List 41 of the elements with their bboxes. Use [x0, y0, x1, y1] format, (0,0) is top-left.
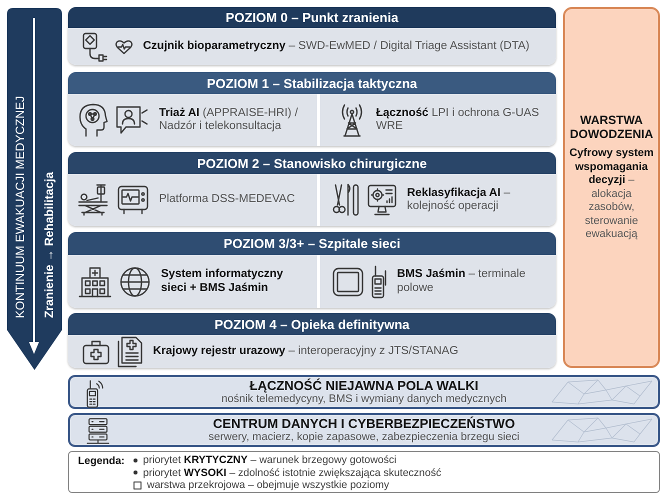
capability-panel: [68, 28, 556, 65]
capability-text: Czujnik bioparametryczny – SWD-EwMED / Digital Triage Assistant (DTA): [143, 40, 530, 54]
capability-text: Reklasyfikacja AI – kolejność operacji: [407, 186, 512, 214]
level-header: POZIOM 1 – Stabilizacja taktyczna: [68, 72, 556, 94]
level-panel: [68, 152, 556, 226]
level-panel: [68, 72, 556, 146]
legend-text: priorytet KRYTYCZNY – warunek brzegowy gotowości: [143, 454, 396, 466]
level-header: POZIOM 2 – Stanowisko chirurgiczne: [68, 152, 556, 174]
continuum-subtitle: Zranienie → Rehabilitacja: [42, 172, 56, 318]
capability-text: Triaż AI (APPRAISE-HRI) / Nadzór i telekonsultacja: [159, 106, 299, 134]
cross-layer-band: [68, 413, 660, 447]
capability-text: BMS Jaśmin – terminale polowe: [397, 268, 526, 295]
level-header: POZIOM 0 – Punkt zranienia: [68, 7, 556, 28]
capability-text: Platforma DSS-MEDEVAC: [159, 193, 295, 207]
capability-text: Łączność LPI i ochrona G-UAS WRE: [376, 106, 540, 134]
capability-panel: [68, 94, 317, 146]
level-panel: [68, 7, 556, 65]
level-header: POZIOM 3/3+ – Szpitale sieci: [68, 232, 556, 255]
command-layer-panel: [563, 7, 660, 368]
capability-text: System informatyczny sieci + BMS Jaśmin: [161, 268, 284, 295]
legend-text: warstwa przekrojowa – obejmuje wszystkie poziomy: [147, 479, 390, 492]
level-header: POZIOM 4 – Opieka definitywna: [68, 313, 556, 335]
band-title: CENTRUM DANYCH I CYBERBEZPIECZEŃSTWO: [213, 416, 515, 431]
capability-panel: [68, 255, 317, 308]
panel-title: WARSTWA DOWODZENIA: [568, 113, 654, 142]
capability-text: Krajowy rejestr urazowy – interoperacyjny z JTS/STANAG: [153, 344, 458, 358]
level-panel: [68, 232, 556, 308]
capability-panel: [68, 335, 556, 368]
capability-panel: [320, 174, 556, 226]
continuum-arrow-band: [7, 8, 62, 370]
band-subtitle: nośnik telemedycyny, BMS i wymiany danych medycznych: [221, 393, 507, 406]
cross-layer-band: [68, 375, 660, 409]
legend-text: priorytet WYSOKI – zdolność istotnie zwiększająca skuteczność: [143, 466, 442, 479]
capability-panel: [68, 174, 317, 226]
capability-panel: [320, 255, 556, 308]
band-subtitle: serwery, macierz, kopie zapasowe, zabezpieczenia brzegu sieci: [208, 431, 520, 444]
continuum-title: KONTINUUM EWAKUACJI MEDYCZNEJ: [13, 96, 27, 318]
band-title: ŁĄCZNOŚĆ NIEJAWNA POLA WALKI: [250, 378, 478, 393]
panel-description: Cyfrowy system wspomagania decyzji – alokacja zasobów, sterowanie ewakuacją: [568, 147, 655, 242]
capability-panel: [320, 94, 556, 146]
level-panel: [68, 313, 556, 368]
